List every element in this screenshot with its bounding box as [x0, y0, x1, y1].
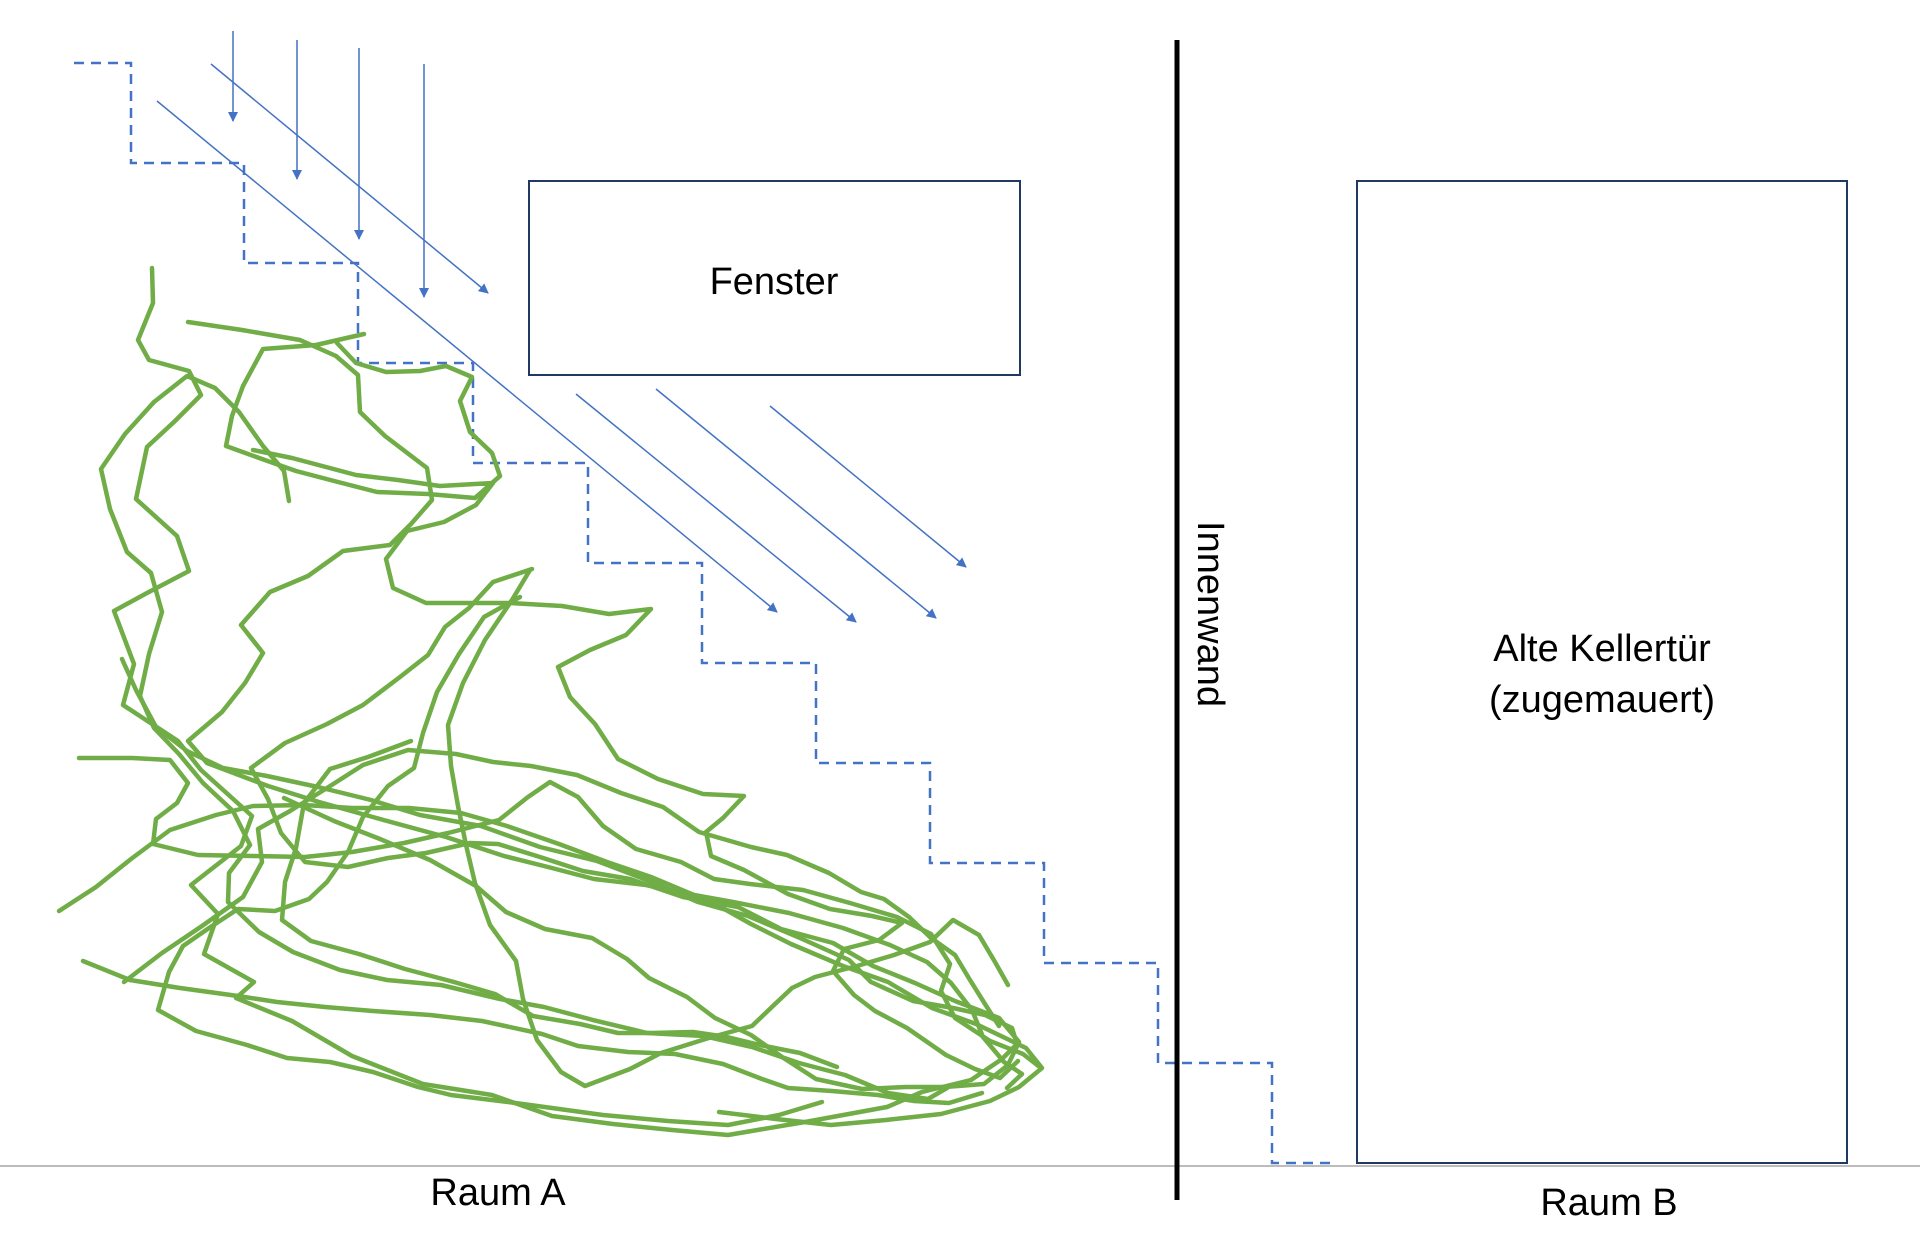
- room-b-label: Raum B: [1540, 1182, 1677, 1224]
- vegetation-scribble: [56, 265, 1045, 1138]
- stair-outline: [74, 61, 1330, 1165]
- window-label: Fenster: [710, 261, 839, 303]
- room-a-label: Raum A: [430, 1172, 566, 1214]
- old-door-box: [1356, 180, 1848, 1164]
- inner-wall-label: Innenwand: [1189, 521, 1231, 707]
- window-box: [528, 180, 1021, 376]
- diagonal-arrows: [156, 63, 967, 623]
- arrow-icon: [655, 388, 937, 619]
- arrow-icon: [210, 63, 489, 294]
- arrow-icon: [575, 393, 857, 623]
- vertical-arrows: [228, 31, 429, 298]
- old-door-label-line2: (zugemauert): [1489, 679, 1715, 721]
- arrow-icon: [769, 405, 967, 568]
- arrow-icon: [156, 100, 778, 613]
- old-door-label-line1: Alte Kellertür: [1493, 628, 1711, 670]
